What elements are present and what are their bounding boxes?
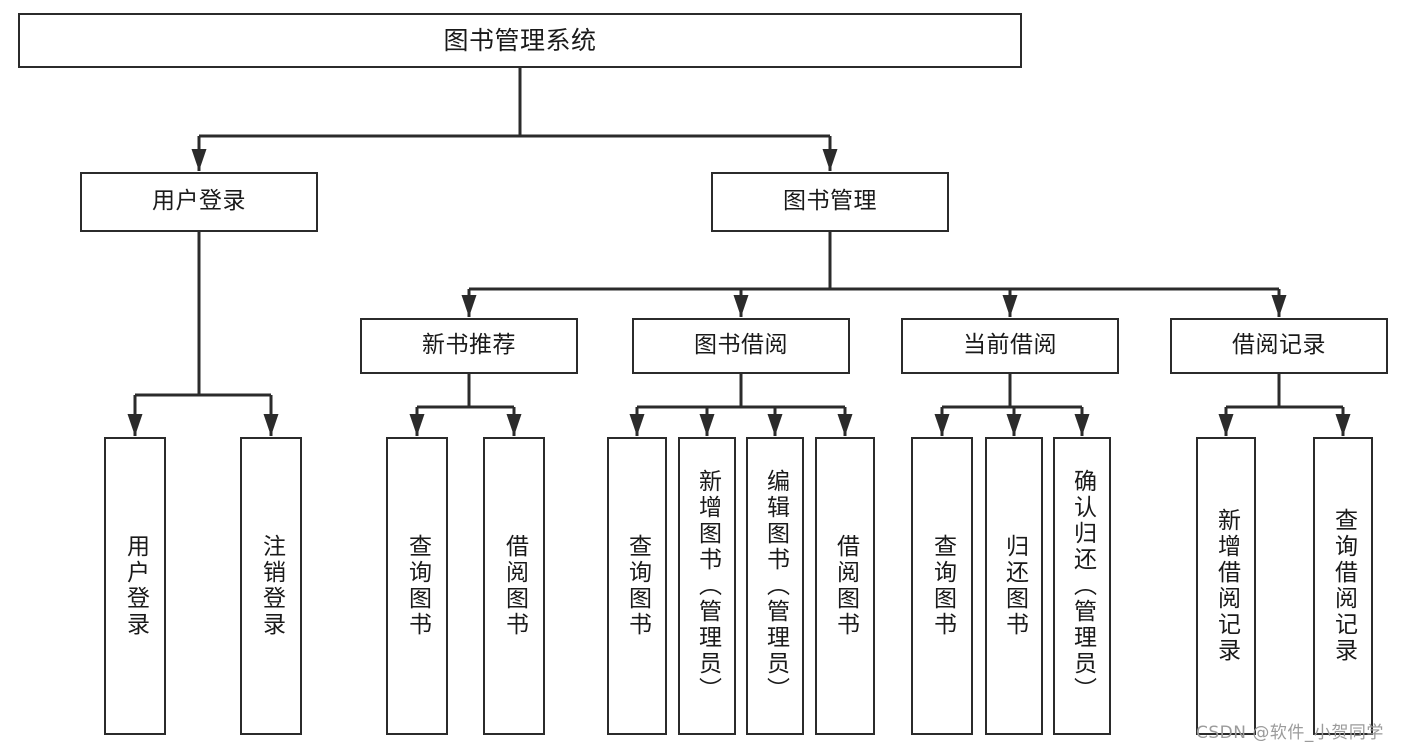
node-book-manage: 图书管理 <box>711 172 949 232</box>
node-label: 编辑图书（管理员） <box>762 469 789 703</box>
arrowhead-icon <box>629 414 645 436</box>
node-leaf-query-book-3: 查询图书 <box>911 437 973 735</box>
arrowhead-icon <box>1002 295 1018 317</box>
arrowhead-icon <box>822 149 838 171</box>
node-label: 图书借阅 <box>694 332 788 359</box>
node-label: 新增图书（管理员） <box>694 469 721 703</box>
node-label: 归还图书 <box>1001 534 1028 638</box>
node-borrow-record: 借阅记录 <box>1170 318 1388 374</box>
node-label: 用户登录 <box>122 534 149 638</box>
arrowhead-icon <box>1335 414 1351 436</box>
node-label: 新书推荐 <box>422 332 516 359</box>
node-leaf-confirm-return: 确认归还（管理员） <box>1053 437 1111 735</box>
arrowhead-icon <box>1074 414 1090 436</box>
arrowhead-icon <box>1006 414 1022 436</box>
node-user-login: 用户登录 <box>80 172 318 232</box>
arrowhead-icon <box>699 414 715 436</box>
arrowhead-icon <box>1271 295 1287 317</box>
node-leaf-return-book: 归还图书 <box>985 437 1043 735</box>
node-label: 借阅图书 <box>501 534 528 638</box>
csdn-watermark: CSDN @软件_小贺同学 <box>1196 723 1384 743</box>
node-leaf-logout: 注销登录 <box>240 437 302 735</box>
node-leaf-borrow-book-1: 借阅图书 <box>483 437 545 735</box>
node-label: 借阅图书 <box>832 534 859 638</box>
node-leaf-add-book: 新增图书（管理员） <box>678 437 736 735</box>
arrowhead-icon <box>934 414 950 436</box>
arrowhead-icon <box>733 295 749 317</box>
arrowhead-icon <box>1218 414 1234 436</box>
node-label: 确认归还（管理员） <box>1069 469 1096 703</box>
node-leaf-query-book-2: 查询图书 <box>607 437 667 735</box>
node-leaf-edit-book: 编辑图书（管理员） <box>746 437 804 735</box>
arrowhead-icon <box>191 149 207 171</box>
node-label: 注销登录 <box>258 534 285 638</box>
node-leaf-add-record: 新增借阅记录 <box>1196 437 1256 735</box>
arrowhead-icon <box>263 414 279 436</box>
arrowhead-icon <box>767 414 783 436</box>
arrowhead-icon <box>409 414 425 436</box>
node-label: 图书管理系统 <box>443 25 597 55</box>
node-current-borrow: 当前借阅 <box>901 318 1119 374</box>
arrowhead-icon <box>127 414 143 436</box>
arrowhead-icon <box>506 414 522 436</box>
node-label: 查询图书 <box>929 534 956 638</box>
node-label: 用户登录 <box>152 188 246 215</box>
node-label: 查询图书 <box>404 534 431 638</box>
node-label: 新增借阅记录 <box>1213 508 1240 664</box>
node-new-book-rec: 新书推荐 <box>360 318 578 374</box>
node-leaf-borrow-book-2: 借阅图书 <box>815 437 875 735</box>
node-label: 借阅记录 <box>1232 332 1326 359</box>
node-label: 当前借阅 <box>963 332 1057 359</box>
node-label: 图书管理 <box>783 188 877 215</box>
arrowhead-icon <box>837 414 853 436</box>
node-book-borrow: 图书借阅 <box>632 318 850 374</box>
node-leaf-query-book-1: 查询图书 <box>386 437 448 735</box>
node-label: 查询借阅记录 <box>1330 508 1357 664</box>
node-leaf-user-login: 用户登录 <box>104 437 166 735</box>
node-leaf-query-record: 查询借阅记录 <box>1313 437 1373 735</box>
node-label: 查询图书 <box>624 534 651 638</box>
node-root: 图书管理系统 <box>18 13 1022 68</box>
arrowhead-icon <box>461 295 477 317</box>
